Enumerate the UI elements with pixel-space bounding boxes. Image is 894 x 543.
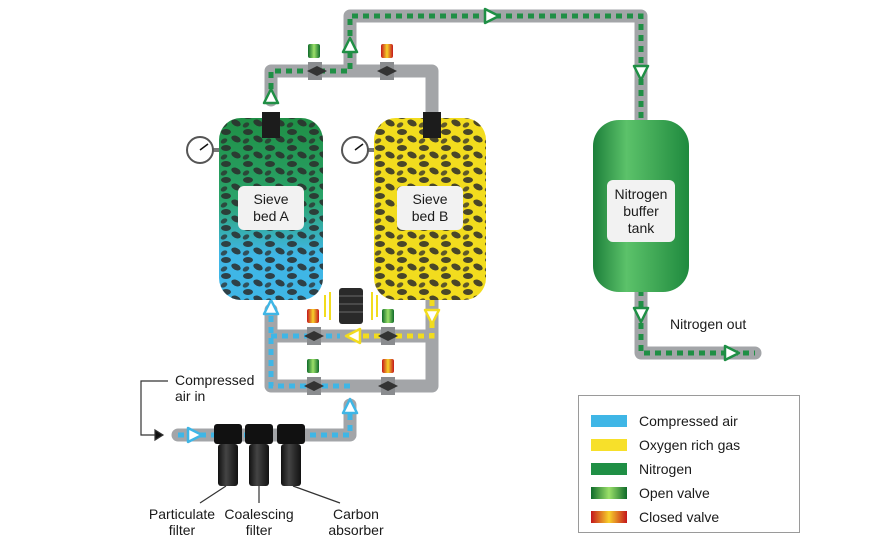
exhaust-silencer bbox=[324, 288, 378, 324]
compressed-air-in-label: Compressed air in bbox=[175, 372, 255, 404]
nitrogen-arrow-up-riser bbox=[341, 36, 359, 54]
flow-arrows bbox=[186, 7, 741, 444]
top-manifold-pipe bbox=[264, 64, 439, 125]
legend-swatch-closed-valve bbox=[591, 511, 627, 523]
sieve-bed-b-text: Sieve bed B bbox=[411, 191, 449, 224]
nitrogen-arrow-down-out bbox=[632, 306, 650, 324]
sieve-bed-a-text: Sieve bed A bbox=[253, 191, 289, 224]
carbon-leader bbox=[292, 485, 341, 504]
legend-item-compressed-air: Compressed air bbox=[591, 409, 799, 433]
air-arrow-up bbox=[341, 397, 359, 415]
pressure-gauge-b bbox=[341, 136, 374, 164]
oxygen-arrow-left bbox=[344, 327, 362, 345]
valve-mid-left-closed bbox=[304, 309, 324, 345]
legend-swatch-compressed-air bbox=[591, 415, 627, 427]
pressure-gauge-a bbox=[186, 136, 219, 164]
legend-item-closed-valve: Closed valve bbox=[591, 505, 799, 529]
particulate-leader bbox=[199, 485, 227, 504]
legend-item-nitrogen: Nitrogen bbox=[591, 457, 799, 481]
legend-swatch-nitrogen bbox=[591, 463, 627, 475]
legend-label-open-valve: Open valve bbox=[639, 485, 710, 501]
lower-manifold-pipe bbox=[264, 293, 439, 393]
nitrogen-arrow-down-tank bbox=[632, 64, 650, 82]
nitrogen-arrow-up-bed-a bbox=[262, 87, 280, 105]
legend-label-nitrogen: Nitrogen bbox=[639, 461, 692, 477]
leader-lines bbox=[140, 380, 341, 504]
nitrogen-arrow-right-top bbox=[483, 7, 501, 25]
legend-label-compressed-air: Compressed air bbox=[639, 413, 738, 429]
legend-label-closed-valve: Closed valve bbox=[639, 509, 720, 525]
nitrogen-buffer-tank-label: Nitrogen buffer tank bbox=[607, 180, 675, 242]
sieve-bed-a-label: Sieve bed A bbox=[238, 186, 304, 230]
coalescing-filter bbox=[245, 424, 273, 486]
coalescing-filter-label: Coalescing filter bbox=[224, 506, 294, 538]
legend-item-oxygen-rich-gas: Oxygen rich gas bbox=[591, 433, 799, 457]
nitrogen-buffer-tank-text: Nitrogen buffer tank bbox=[614, 185, 668, 236]
air-arrow-right bbox=[186, 426, 204, 444]
particulate-filter-label: Particulate filter bbox=[148, 506, 216, 538]
valve-low-right-closed bbox=[378, 359, 398, 395]
valves bbox=[304, 44, 398, 395]
valve-top-right-closed bbox=[377, 44, 397, 80]
valve-top-left-open bbox=[307, 44, 327, 80]
compressed-air-leader bbox=[140, 380, 168, 436]
compressed-air-leader-arrow bbox=[154, 428, 165, 442]
legend-swatch-oxygen-rich-gas bbox=[591, 439, 627, 451]
particulate-filter bbox=[214, 424, 242, 486]
valve-low-left-open bbox=[304, 359, 324, 395]
legend: Compressed air Oxygen rich gas Nitrogen … bbox=[578, 395, 800, 533]
carbon-absorber bbox=[277, 424, 305, 486]
sieve-bed-b-label: Sieve bed B bbox=[397, 186, 463, 230]
legend-swatch-open-valve bbox=[591, 487, 627, 499]
nitrogen-arrow-right-out bbox=[723, 344, 741, 362]
air-arrow-up-bed-a bbox=[262, 298, 280, 316]
nitrogen-out-label: Nitrogen out bbox=[670, 316, 747, 332]
oxygen-arrow-down bbox=[423, 308, 441, 326]
legend-item-open-valve: Open valve bbox=[591, 481, 799, 505]
valve-mid-right-open bbox=[378, 309, 398, 345]
carbon-absorber-label: Carbon absorber bbox=[328, 506, 384, 538]
legend-label-oxygen-rich-gas: Oxygen rich gas bbox=[639, 437, 741, 453]
filters bbox=[214, 424, 305, 486]
